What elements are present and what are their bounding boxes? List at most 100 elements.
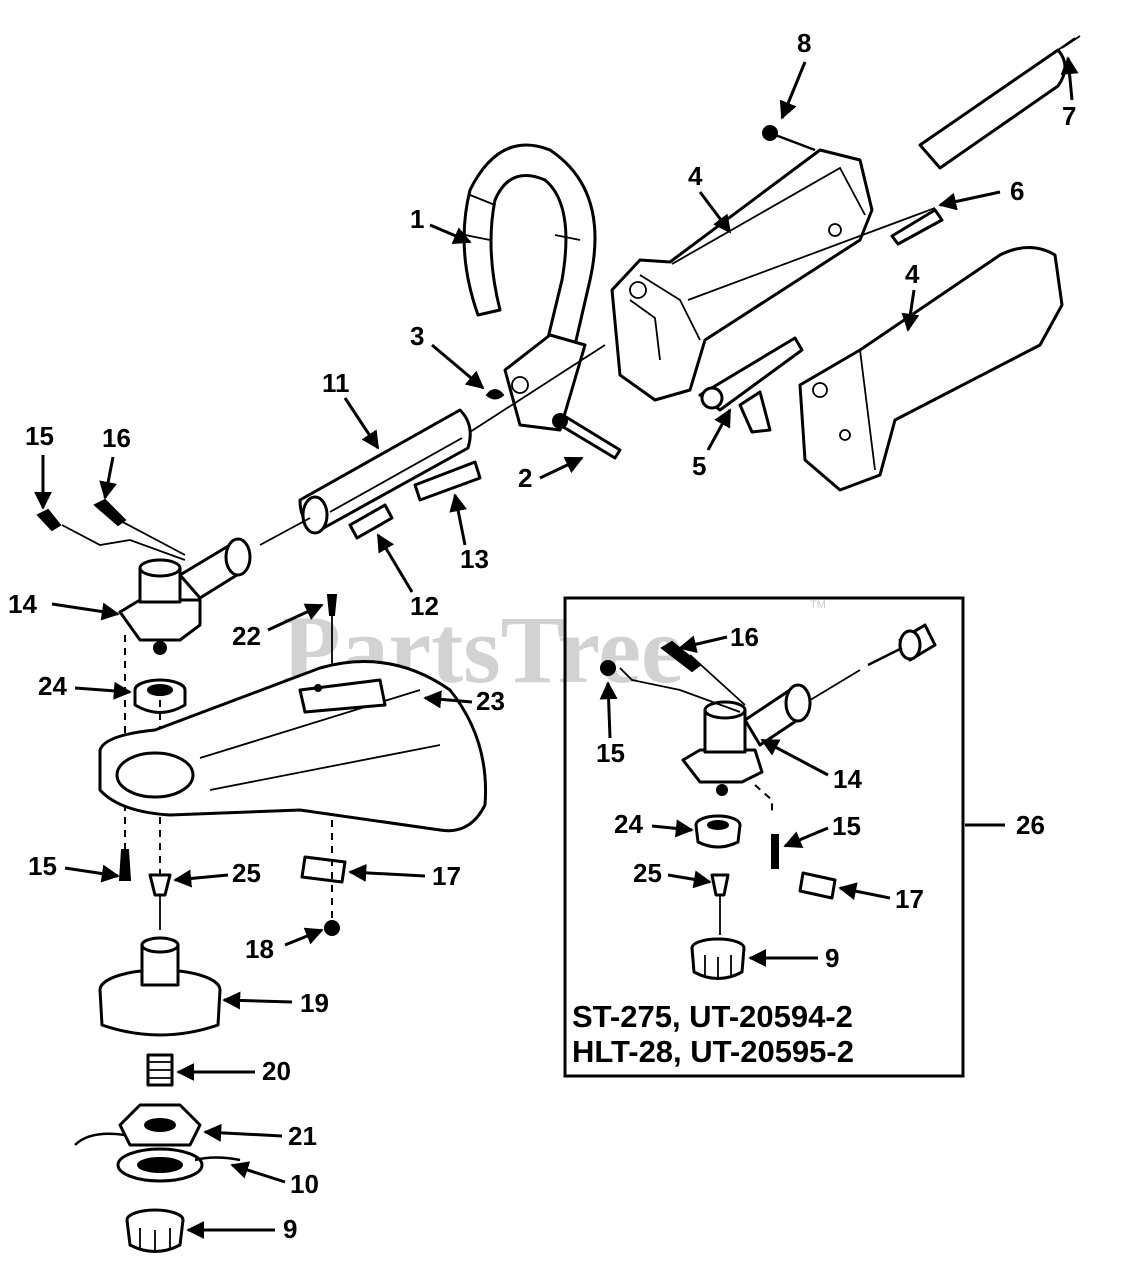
inset-callout-15-top: 15 [596,681,625,768]
watermark-trademark: TM [810,599,826,611]
callout-25a-label: 25 [232,858,261,888]
callout-23: 23 [423,686,505,716]
inset-callout-14: 14 [760,738,862,794]
housing-half-lower [798,246,1064,492]
clip [485,389,505,400]
inset-screw-16 [660,640,702,673]
inset-clip-17 [798,871,837,900]
callout-10-label: 10 [290,1169,319,1199]
callout-5-label: 5 [692,451,706,481]
callout-12-label: 12 [410,591,439,621]
throttle-cable [687,207,936,301]
callout-14a-label: 14 [8,589,37,619]
callout-2-label: 2 [518,463,532,493]
callout-24b-label: 24 [614,809,643,839]
outer-tube [298,344,606,535]
inset-callout-25: 25 [633,858,712,889]
spool-21 [118,1103,202,1147]
bump-knob-9 [125,1208,185,1253]
trimmer-shield [98,660,488,833]
inset-bearing [694,814,742,849]
callout-16b-label: 16 [730,622,759,652]
callout-9b-label: 9 [825,943,839,973]
arbor-25 [148,873,172,897]
callout-15-top: 15 [25,421,54,510]
callout-26-label: 26 [1016,810,1045,840]
inset-callout-16: 16 [678,622,759,654]
nut-18 [324,920,340,936]
callout-8-label: 8 [797,28,811,58]
callout-17: 17 [348,861,461,891]
decal-12 [348,503,394,540]
callout-25b-label: 25 [633,858,662,888]
callout-17a-label: 17 [432,861,461,891]
spool-housing [98,936,222,1037]
drive-shaft [259,517,311,546]
callout-14: 14 [8,589,120,621]
shield-screw-22 [326,594,338,665]
callout-11: 11 [322,368,380,450]
callout-11-label: 11 [322,368,350,398]
inset-screw-15-top [600,660,616,676]
callout-20: 20 [176,1056,291,1086]
screw-8 [762,125,816,152]
throttle-trigger [698,336,804,434]
screw-16 [93,498,127,527]
callout-14b-label: 14 [833,764,862,794]
inset-box: 16 15 14 24 15 25 17 9 [563,596,965,1078]
callout-22-label: 22 [232,621,261,651]
callout-15-bottom: 15 [28,851,120,883]
decal-13 [413,460,482,502]
callout-13-label: 13 [460,544,489,574]
callout-20-label: 20 [262,1056,291,1086]
callout-17b-label: 17 [895,884,924,914]
callout-1-label: 1 [410,204,424,234]
callout-15d-label: 15 [832,811,861,841]
spring [146,1053,174,1087]
callout-24: 24 [38,671,132,701]
housing-half-upper [610,148,874,402]
callout-25: 25 [173,858,261,888]
clip-17 [300,855,347,884]
callout-6-label: 6 [1010,176,1024,206]
callout-10: 10 [230,1161,319,1199]
callout-4-lower: 4 [901,259,920,332]
callout-19-label: 19 [300,988,329,1018]
inset-model-line-1: ST-275, UT-20594-2 [572,999,853,1034]
handle-bolt [552,413,622,460]
bearing [133,678,187,714]
gear-head [118,537,252,655]
callout-7: 7 [1060,56,1079,131]
screw-15-top [36,508,62,532]
callout-4a-label: 4 [688,161,703,191]
cable-to-head [61,524,186,561]
drive-shaft-tube [918,35,1081,170]
callout-4b-label: 4 [905,259,920,289]
callout-1: 1 [410,204,472,244]
callout-23-label: 23 [476,686,505,716]
callout-16-top: 16 [99,423,131,500]
callout-2: 2 [518,456,584,493]
callout-12: 12 [376,533,439,621]
callout-21: 21 [203,1121,317,1151]
callout-5: 5 [692,408,732,481]
inset-arbor-25 [710,873,730,897]
callout-15a-label: 15 [25,421,54,451]
loop-handle [462,143,597,432]
callout-18-label: 18 [245,934,274,964]
callout-4-upper: 4 [688,161,732,234]
callout-15c-label: 15 [596,738,625,768]
callout-22: 22 [232,603,324,651]
screw-15-bottom [118,849,132,881]
callout-16a-label: 16 [102,423,131,453]
callout-6: 6 [938,176,1024,211]
inset-gear-head [681,683,812,796]
trimmer-line-10 [74,1132,241,1183]
callout-13: 13 [449,493,489,574]
cable-sleeve [890,208,944,246]
inset-screw-15 [771,834,779,869]
callout-24a-label: 24 [38,671,67,701]
inset-shaft [867,623,937,667]
callout-21-label: 21 [288,1121,317,1151]
inset-callout-9: 9 [748,943,839,973]
